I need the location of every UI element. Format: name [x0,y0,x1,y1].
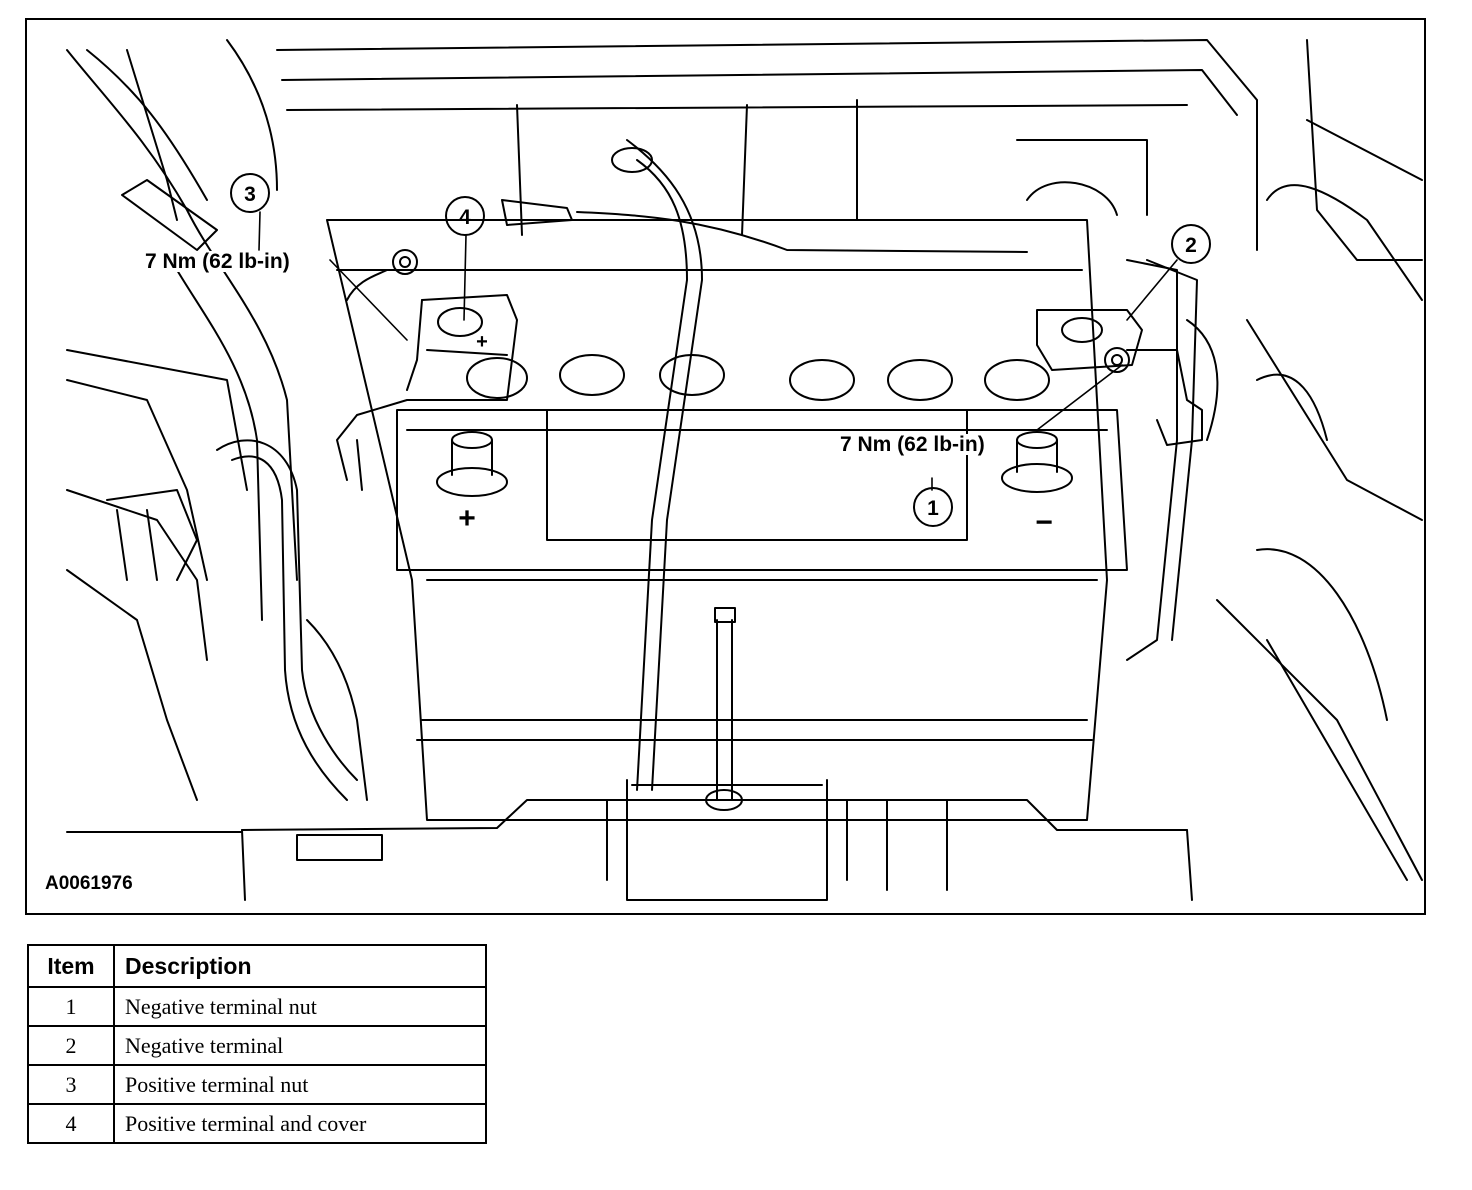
torque-spec-left: 7 Nm (62 lb-in) [145,250,290,273]
callout-circle-1 [913,487,953,527]
legend-header-row: Item Description [27,944,487,988]
table-row: 4 Positive terminal and cover [27,1103,487,1144]
table-row: 1 Negative terminal nut [27,986,487,1027]
negative-terminal-clamp [1036,309,1203,446]
item-number: 3 [27,1064,115,1105]
description-header: Description [113,944,487,988]
battery-illustration: 1 2 3 4 + − + 7 Nm (62 lb-in) 7 Nm (62 l… [25,18,1426,915]
table-row: 3 Positive terminal nut [27,1064,487,1105]
positive-terminal-cover [336,249,518,491]
item-number: 2 [27,1025,115,1066]
callout-number-3: 3 [244,183,256,206]
item-number: 4 [27,1103,115,1144]
leader-lines [258,211,1178,491]
item-description: Negative terminal [113,1025,487,1066]
callout-circle-3 [230,173,270,213]
figure-id: A0061976 [45,873,133,894]
item-description: Negative terminal nut [113,986,487,1027]
callout-number-2: 2 [1185,234,1197,257]
battery-minus-symbol: − [1035,506,1053,539]
table-row: 2 Negative terminal [27,1025,487,1066]
line-drawing: 1 2 3 4 + − + [66,39,1423,901]
callout-circles [230,173,1211,527]
terminal-plus-symbol: + [476,331,488,353]
item-description: Positive terminal nut [113,1064,487,1105]
item-header: Item [27,944,115,988]
item-number: 1 [27,986,115,1027]
engine-bay-outlines [66,39,1423,901]
callout-number-1: 1 [927,497,939,520]
callout-number-4: 4 [459,206,471,229]
legend-table: Item Description 1 Negative terminal nut… [27,944,487,1144]
item-description: Positive terminal and cover [113,1103,487,1144]
callout-circle-2 [1171,224,1211,264]
callout-circle-4 [445,196,485,236]
cables [501,139,1219,791]
torque-spec-right: 7 Nm (62 lb-in) [840,433,985,456]
battery-plus-symbol: + [458,502,476,535]
